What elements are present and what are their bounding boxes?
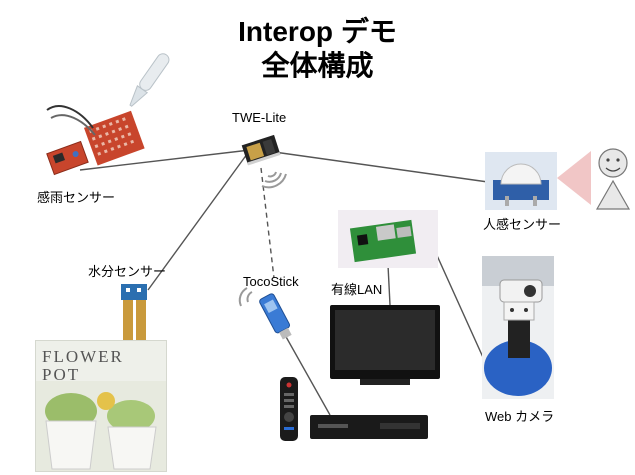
moisture-sensor-icon	[121, 284, 147, 346]
book-title-line1: FLOWER	[42, 347, 124, 366]
motion-sensor-label: 人感センサー	[483, 217, 562, 232]
person-icon	[595, 148, 631, 210]
rain-sensor-icon	[46, 53, 170, 176]
flower-pot-book: FLOWER POT	[35, 340, 167, 472]
person-detection-graphic	[557, 148, 631, 210]
tocostick-label: TocoStick	[243, 274, 299, 289]
wired-lan-label: 有線LAN	[331, 282, 383, 297]
moisture-sensor-label: 水分センサー	[88, 264, 167, 279]
web-camera-photo	[482, 256, 554, 399]
line-moisture-to-twe	[147, 149, 251, 291]
book-title-line2: POT	[42, 365, 81, 384]
twe-lite-label: TWE-Lite	[232, 110, 287, 125]
recorder-icon	[310, 415, 428, 439]
flower-pots-photo	[36, 381, 166, 471]
rain-sensor-label: 感雨センサー	[37, 190, 116, 205]
diagram-subtitle: 全体構成	[261, 50, 374, 81]
twe-lite-module-icon	[241, 134, 287, 189]
motion-sensor-photo	[485, 152, 557, 210]
raspberry-pi-photo	[338, 210, 438, 268]
raspberry-pi-icon	[349, 219, 417, 263]
line-pi-to-tv	[387, 264, 391, 306]
remote-control-icon	[280, 377, 298, 441]
tocostick-icon	[238, 287, 292, 340]
line-rain-to-twe	[79, 149, 251, 171]
diagram-title: Interop デモ	[238, 16, 397, 47]
tv-icon	[330, 305, 440, 385]
web-camera-label: Web カメラ	[485, 409, 555, 424]
motion-sensor-icon	[493, 163, 549, 206]
pink-arrow-icon	[557, 151, 591, 205]
line-tocostick-to-recorder	[284, 334, 331, 416]
line-twe-to-motion	[259, 149, 489, 183]
web-camera-icon	[482, 256, 554, 396]
